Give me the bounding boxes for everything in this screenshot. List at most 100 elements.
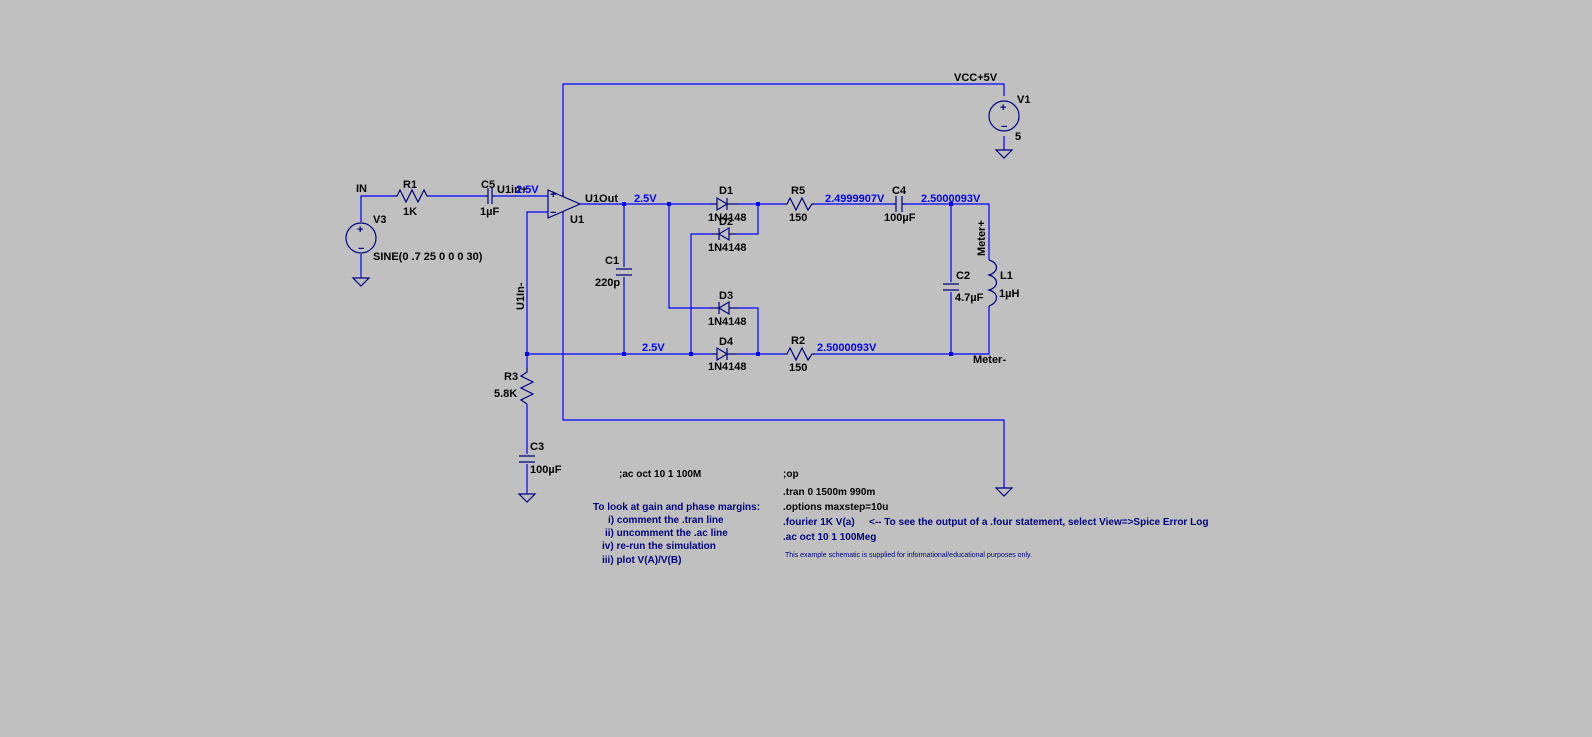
wire-c4-meter (905, 203, 990, 260)
wire-u1-gnd (562, 214, 1005, 488)
l1-inductor[interactable] (986, 259, 998, 307)
wire-u1-minus (526, 211, 548, 354)
voltage-u1in-minus: 2.5V (642, 342, 665, 354)
opamp-minus: − (550, 207, 556, 219)
directive-tran[interactable]: .tran 0 1500m 990m (783, 487, 875, 498)
note-step2: ii) uncomment the .ac line (605, 528, 728, 539)
c4-name: C4 (892, 185, 907, 197)
note-step3: iv) re-run the simulation (602, 541, 716, 552)
c2-capacitor[interactable] (943, 283, 959, 291)
directive-ac-commented[interactable]: ;ac oct 10 1 100M (619, 469, 701, 480)
junction-dot (949, 202, 953, 206)
c1-capacitor[interactable] (616, 268, 632, 276)
r5-name: R5 (791, 185, 805, 197)
net-label-meter-minus: Meter- (973, 354, 1006, 366)
r2-resistor[interactable] (784, 346, 815, 362)
net-label-meter-plus: Meter+ (976, 220, 988, 256)
plus-sign: + (357, 224, 363, 236)
net-label-u1out: U1Out (585, 193, 618, 205)
wire-d2-branch (690, 233, 711, 354)
r3-value: 5.8K (494, 388, 517, 400)
minus-sign: − (358, 243, 364, 255)
ground-icon (994, 487, 1014, 497)
wire-d1-d2-right (737, 203, 759, 235)
r3-resistor[interactable] (519, 368, 535, 405)
r3-name: R3 (504, 371, 518, 383)
note-disclaimer: This example schematic is supplied for i… (785, 552, 1032, 559)
junction-dot (622, 202, 626, 206)
junction-dot (756, 202, 760, 206)
wire-d3-d4-right (737, 307, 759, 355)
note-step4: iii) plot V(A)/V(B) (602, 555, 681, 566)
v1-source[interactable]: + − (988, 100, 1020, 133)
wire-in (360, 195, 393, 222)
l1-name: L1 (1000, 270, 1013, 282)
v1-name: V1 (1017, 94, 1030, 106)
c4-value: 100µF (884, 212, 916, 224)
d1-name: D1 (719, 185, 733, 197)
c1-value: 220p (595, 277, 620, 289)
voltage-r2-meter-minus: 2.5000093V (817, 342, 877, 354)
voltage-u1in-plus: 2.5V (516, 184, 539, 196)
d1-value: 1N4148 (708, 212, 747, 224)
directive-op[interactable]: ;op (783, 469, 799, 480)
d3-name: D3 (719, 290, 733, 302)
junction-dot (756, 352, 760, 356)
d2-diode[interactable] (711, 226, 737, 242)
net-label-u1in-minus: U1In- (515, 282, 527, 310)
c3-value: 100µF (530, 464, 562, 476)
net-label-u1in-plus: U1in+ (497, 184, 527, 196)
d3-diode[interactable] (711, 300, 737, 316)
junction-dot (689, 352, 693, 356)
d4-name: D4 (719, 336, 734, 348)
junction-dot (622, 352, 626, 356)
ground-icon (517, 493, 537, 503)
voltage-meter-plus: 2.5000093V (921, 193, 981, 205)
v3-source[interactable]: + − (345, 222, 377, 255)
wire-r2 (758, 306, 990, 355)
directive-fourier[interactable]: .fourier 1K V(a) (783, 517, 855, 528)
r1-resistor[interactable] (393, 188, 430, 204)
net-label-vcc: VCC+5V (954, 72, 998, 84)
fourier-note: <-- To see the output of a .four stateme… (869, 517, 1208, 528)
c2-name: C2 (956, 270, 970, 282)
note-step1: i) comment the .tran line (608, 515, 724, 526)
c5-capacitor[interactable] (485, 188, 495, 204)
d1-diode[interactable] (711, 196, 737, 212)
c1-name: C1 (605, 255, 619, 267)
r2-name: R2 (791, 335, 805, 347)
opamp-plus: + (550, 189, 556, 201)
r1-value: 1K (403, 206, 417, 218)
directive-options[interactable]: .options maxstep=10u (783, 502, 888, 513)
c4-capacitor[interactable] (893, 196, 905, 212)
directive-ac[interactable]: .ac oct 10 1 100Meg (783, 532, 876, 543)
r2-value: 150 (789, 362, 807, 374)
l1-value: 1µH (999, 288, 1019, 300)
v3-name: V3 (373, 214, 386, 226)
r1-name: R1 (403, 179, 417, 191)
c3-capacitor[interactable] (519, 455, 535, 463)
r5-value: 150 (789, 212, 807, 224)
r5-resistor[interactable] (784, 196, 815, 212)
note-gain-title: To look at gain and phase margins: (593, 502, 760, 513)
wire-vcc (562, 83, 1005, 197)
u1-name: U1 (570, 214, 584, 226)
d2-name: D2 (719, 216, 733, 228)
v3-value: SINE(0 .7 25 0 0 0 30) (373, 251, 483, 263)
voltage-u1out: 2.5V (634, 193, 657, 205)
voltage-r5-c4: 2.4999907V (825, 193, 885, 205)
d3-value: 1N4148 (708, 316, 747, 328)
c3-name: C3 (530, 441, 544, 453)
junctions (525, 202, 953, 356)
v1-value: 5 (1015, 131, 1021, 143)
d2-value: 1N4148 (708, 242, 747, 254)
u1-opamp[interactable]: + − (547, 189, 582, 219)
junction-dot (949, 352, 953, 356)
d4-diode[interactable] (711, 346, 737, 362)
ground-icon (351, 277, 371, 287)
net-label-in: IN (356, 183, 367, 195)
c5-name: C5 (481, 179, 495, 191)
wire-d3-branch (668, 204, 711, 309)
plus-sign: + (1000, 102, 1006, 114)
